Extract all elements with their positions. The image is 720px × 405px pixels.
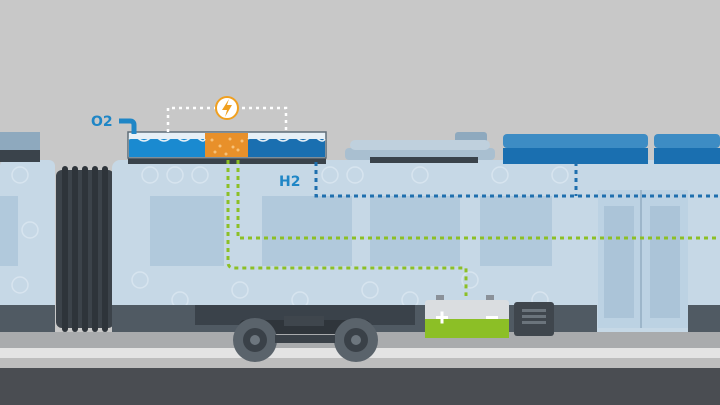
window [370, 196, 460, 266]
window [150, 196, 224, 266]
battery-minus-icon [486, 316, 498, 319]
gangway-bellows [56, 166, 114, 332]
window [480, 196, 552, 266]
power-signal-line [166, 106, 288, 132]
oxygen-label: O2 [91, 114, 113, 130]
oxygen-intake-pipe [119, 118, 137, 134]
power-lines [226, 160, 720, 296]
left-car [0, 132, 55, 332]
hydrogen-label: H2 [279, 174, 300, 190]
window [262, 196, 352, 266]
fuel-cell-module [127, 131, 327, 159]
power-converter [514, 302, 554, 336]
battery-plus-icon [436, 311, 448, 324]
oxygen-chamber [129, 139, 205, 157]
hydrogen-tanks [503, 134, 720, 164]
battery [425, 295, 509, 338]
bogie [233, 316, 378, 362]
main-car-body [11, 160, 720, 332]
hydrogen-lines [314, 162, 720, 198]
lightning-icon [215, 96, 239, 120]
hydrogen-chamber [248, 139, 325, 157]
